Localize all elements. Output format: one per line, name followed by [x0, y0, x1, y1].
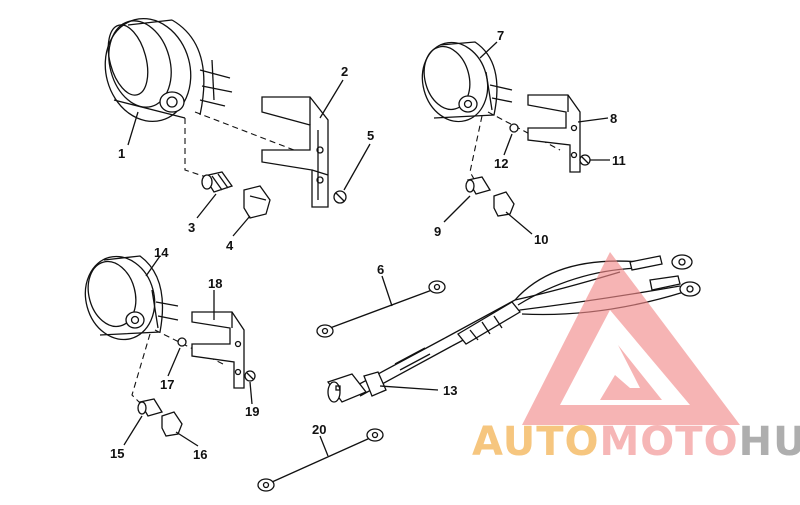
callout-12: 12 — [494, 156, 508, 171]
screw-5 — [333, 190, 347, 204]
callout-10: 10 — [534, 232, 548, 247]
cap-4 — [243, 185, 271, 219]
bracket-2 — [261, 96, 329, 208]
callout-19: 19 — [245, 404, 259, 419]
callout-2: 2 — [341, 64, 348, 79]
callout-6: 6 — [377, 262, 384, 277]
callout-9: 9 — [434, 224, 441, 239]
bracket-8 — [527, 94, 581, 173]
cap-16 — [161, 411, 183, 437]
gauge-7 — [421, 41, 513, 123]
callout-4: 4 — [226, 238, 234, 253]
socket-15 — [137, 398, 164, 417]
svg-text:AUTOMOTOHUB: AUTOMOTOHUB — [472, 419, 800, 465]
gauge-large — [104, 17, 233, 123]
callout-labels: 1 2 3 4 5 6 7 8 9 10 11 12 13 14 15 16 1… — [110, 28, 626, 462]
callout-16: 16 — [193, 447, 207, 462]
callout-11: 11 — [612, 153, 626, 168]
gauge-14 — [84, 255, 179, 341]
callout-17: 17 — [160, 377, 174, 392]
callout-8: 8 — [610, 111, 617, 126]
washer-12 — [509, 123, 519, 133]
washer-17 — [177, 337, 187, 347]
socket-3 — [201, 171, 234, 193]
callout-14: 14 — [154, 245, 169, 260]
callout-15: 15 — [110, 446, 124, 461]
callout-18: 18 — [208, 276, 222, 291]
callout-13: 13 — [443, 383, 457, 398]
callout-5: 5 — [367, 128, 374, 143]
watermark-inner-mark — [600, 345, 662, 400]
screw-19 — [244, 370, 256, 382]
jumper-wire-20 — [257, 428, 384, 492]
leader-lines — [123, 41, 610, 457]
jumper-wire-6 — [316, 280, 446, 338]
callout-7: 7 — [497, 28, 504, 43]
watermark-logo: AUTOMOTOHUB — [472, 252, 800, 465]
watermark-triangle — [522, 252, 740, 425]
wiring-harness-13 — [326, 254, 701, 403]
watermark-auto: AUTO — [472, 419, 600, 465]
callout-3: 3 — [188, 220, 195, 235]
screw-11 — [579, 154, 591, 166]
watermark-moto: MOTO — [600, 419, 739, 465]
callout-1: 1 — [118, 146, 125, 161]
watermark-hub: HUB — [739, 419, 800, 465]
callout-20: 20 — [312, 422, 326, 437]
socket-9 — [465, 176, 492, 195]
bracket-18 — [191, 311, 245, 389]
cap-10 — [493, 191, 515, 217]
